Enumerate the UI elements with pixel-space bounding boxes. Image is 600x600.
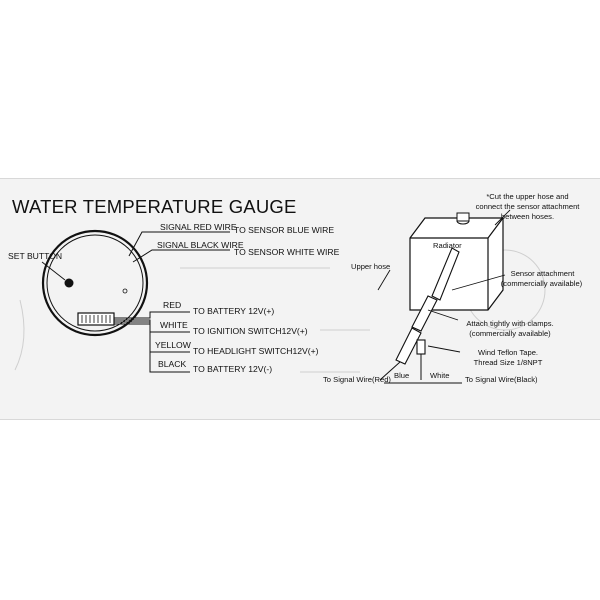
wire-label-signal-black: SIGNAL BLACK WIRE — [157, 240, 244, 250]
wire-label-black: BLACK — [158, 359, 187, 369]
wire-white-label: White — [430, 371, 450, 380]
radiator-box — [409, 217, 504, 311]
wire-label-red: RED — [163, 300, 182, 310]
wire-blue-label: Blue — [394, 371, 410, 380]
sensor-attachment-label-line1: Sensor attachment — [510, 269, 575, 278]
wire-connection-signal-black: TO SENSOR WHITE WIRE — [234, 247, 340, 257]
wire-label-signal-red: SIGNAL RED WIRE — [160, 222, 237, 232]
install-note-line3: between hoses. — [500, 212, 555, 221]
wire-connection-white: TO IGNITION SWITCH12V(+) — [193, 326, 308, 336]
sensor-attachment-label-line2: (commercially available) — [500, 279, 583, 288]
gauge-body — [41, 229, 149, 337]
teflon-label-line1: Wind Teflon Tape. — [477, 348, 539, 357]
radiator-label: Radiator — [433, 241, 462, 250]
wire-label-yellow: YELLOW — [155, 340, 191, 350]
wire-connection-black: TO BATTERY 12V(-) — [193, 364, 273, 374]
signal-wire-red-label: To Signal Wire(Red) — [323, 375, 391, 384]
clamps-label-line2: (commercially available) — [469, 329, 551, 338]
teflon-label-line2: Thread Size 1/8NPT — [473, 358, 543, 367]
clamps-label-line1: Attach tightly with clamps. — [466, 319, 554, 328]
set-button-dot — [64, 278, 74, 288]
install-note-line2: connect the sensor attachment — [475, 202, 580, 211]
install-note-line1: *Cut the upper hose and — [486, 192, 569, 201]
wire-connection-signal-red: TO SENSOR BLUE WIRE — [234, 225, 335, 235]
upper-hose-label: Upper hose — [351, 262, 391, 271]
wire-label-white: WHITE — [160, 320, 188, 330]
wire-connection-red: TO BATTERY 12V(+) — [193, 306, 275, 316]
signal-wire-black-label: To Signal Wire(Black) — [465, 375, 538, 384]
set-button-label: SET BUTTON — [8, 251, 63, 261]
wire-connection-yellow: TO HEADLIGHT SWITCH12V(+) — [193, 346, 319, 356]
diagram-title: WATER TEMPERATURE GAUGE — [12, 196, 297, 217]
